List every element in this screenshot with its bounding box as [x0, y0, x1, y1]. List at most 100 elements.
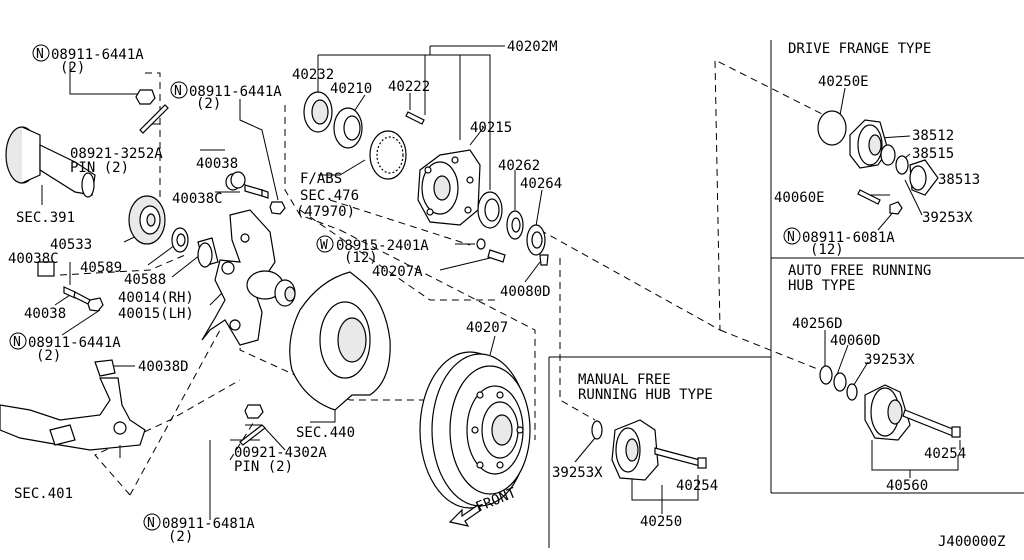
- label-38513: 38513: [938, 172, 980, 188]
- label-39253x-auto: 39253X: [864, 352, 915, 368]
- label-pin2-code: 00921-4302A: [234, 445, 327, 461]
- abs-sensor-ring: [369, 130, 407, 180]
- disc-rotor: [419, 351, 531, 509]
- label-40560: 40560: [886, 478, 928, 494]
- seal-40533: [128, 195, 166, 245]
- pin-1: [139, 104, 169, 134]
- svg-text:N: N: [174, 84, 182, 99]
- bolt-40038-left: [63, 286, 91, 305]
- svg-text:N: N: [787, 230, 795, 245]
- lower-arm: [0, 359, 146, 458]
- label-n2-code: 08911-6441A: [189, 84, 282, 100]
- n-marker-1: N: [32, 44, 50, 62]
- label-manual-title1: MANUAL FREE: [578, 372, 671, 388]
- lock-nut-40264: [526, 224, 546, 256]
- drive-flange-parts: [817, 110, 939, 215]
- panel-borders: [548, 40, 1024, 548]
- w-marker: W: [316, 235, 334, 253]
- label-sec476: SEC.476: [300, 188, 359, 204]
- label-40254-manual: 40254: [676, 478, 718, 494]
- nut-top: [135, 89, 156, 105]
- label-40256d: 40256D: [792, 316, 843, 332]
- label-auto-title1: AUTO FREE RUNNING: [788, 263, 931, 279]
- nut-08911-6481a: [244, 404, 264, 419]
- auto-hub-parts: [819, 365, 961, 441]
- label-40210: 40210: [330, 81, 372, 97]
- label-40250e: 40250E: [818, 74, 869, 90]
- label-40222: 40222: [388, 79, 430, 95]
- label-n1-qty: (2): [60, 60, 85, 76]
- label-n3-code: 08911-6441A: [28, 335, 121, 351]
- bushing-40038c-top: [225, 171, 246, 191]
- label-40533: 40533: [50, 237, 92, 253]
- label-pin2-qty: PIN (2): [234, 459, 293, 475]
- label-manual-title2: RUNNING HUB TYPE: [578, 387, 713, 403]
- svg-text:N: N: [147, 516, 155, 531]
- bolt-40207a: [487, 249, 506, 263]
- n-marker-3: N: [9, 332, 27, 350]
- label-sec440: SEC.440: [296, 425, 355, 441]
- label-38515: 38515: [912, 146, 954, 162]
- label-pin1-qty: PIN (2): [70, 160, 129, 176]
- n-marker-2: N: [170, 81, 188, 99]
- label-40038-left: 40038: [24, 306, 66, 322]
- label-fabs: F/ABS: [300, 171, 342, 187]
- label-40254-auto: 40254: [924, 446, 966, 462]
- label-40264: 40264: [520, 176, 562, 192]
- label-38512: 38512: [912, 128, 954, 144]
- leader-lines: [41, 45, 961, 520]
- n-marker-4: N: [143, 513, 161, 531]
- label-w-qty: (12): [344, 250, 378, 266]
- bushing-40038c-left: [37, 261, 55, 277]
- label-40038c-left: 40038C: [8, 251, 59, 267]
- label-drive-title: DRIVE FRANGE TYPE: [788, 41, 931, 57]
- pin-2: [239, 424, 266, 446]
- drive-shaft: [5, 126, 96, 198]
- label-47970: (47970): [296, 204, 355, 220]
- label-40250: 40250: [640, 514, 682, 530]
- label-40014: 40014(RH): [118, 290, 194, 306]
- seal-40232: [303, 91, 333, 133]
- label-n4-code: 08911-6481A: [162, 516, 255, 532]
- steering-knuckle: [201, 209, 296, 346]
- label-n4-qty: (2): [168, 529, 193, 545]
- label-pin1-code: 08921-3252A: [70, 146, 163, 162]
- label-40060d: 40060D: [830, 333, 881, 349]
- label-40038c-top: 40038C: [172, 191, 223, 207]
- label-sec391: SEC.391: [16, 210, 75, 226]
- nut-08911-left: [87, 297, 104, 312]
- label-n2-qty: (2): [196, 96, 221, 112]
- label-w-code: 08915-2401A: [336, 238, 429, 254]
- label-40038d: 40038D: [138, 359, 189, 375]
- splash-guard: [289, 271, 391, 411]
- label-n3-qty: (2): [36, 348, 61, 364]
- front-arrow: [448, 504, 482, 527]
- nut-08911-knuckle: [269, 201, 286, 215]
- label-39253x-drive: 39253X: [922, 210, 973, 226]
- svg-text:N: N: [13, 335, 21, 350]
- part-labels: 08911-6441A (2) 08921-3252A PIN (2) SEC.…: [8, 39, 1005, 550]
- diagram-id: J400000Z: [938, 534, 1005, 550]
- label-40080d: 40080D: [500, 284, 551, 300]
- svg-text:W: W: [320, 238, 328, 253]
- washer-08915: [476, 238, 486, 250]
- washer-40589: [171, 227, 189, 253]
- bearing-40588: [197, 237, 219, 268]
- bearing-40210: [333, 107, 363, 149]
- label-n1-code: 08911-6441A: [51, 47, 144, 63]
- label-40202m: 40202M: [507, 39, 558, 55]
- svg-text:N: N: [36, 47, 44, 62]
- n-marker-5: N: [783, 227, 801, 245]
- label-40589: 40589: [80, 260, 122, 276]
- label-40038-top: 40038: [196, 156, 238, 172]
- label-40207: 40207: [466, 320, 508, 336]
- manual-hub: [591, 419, 707, 481]
- bolt-40038-top: [244, 184, 269, 199]
- label-39253x-manual: 39253X: [552, 465, 603, 481]
- bearing-40215: [477, 191, 503, 229]
- stud-40222: [405, 111, 425, 125]
- label-40588: 40588: [124, 272, 166, 288]
- label-40262: 40262: [498, 158, 540, 174]
